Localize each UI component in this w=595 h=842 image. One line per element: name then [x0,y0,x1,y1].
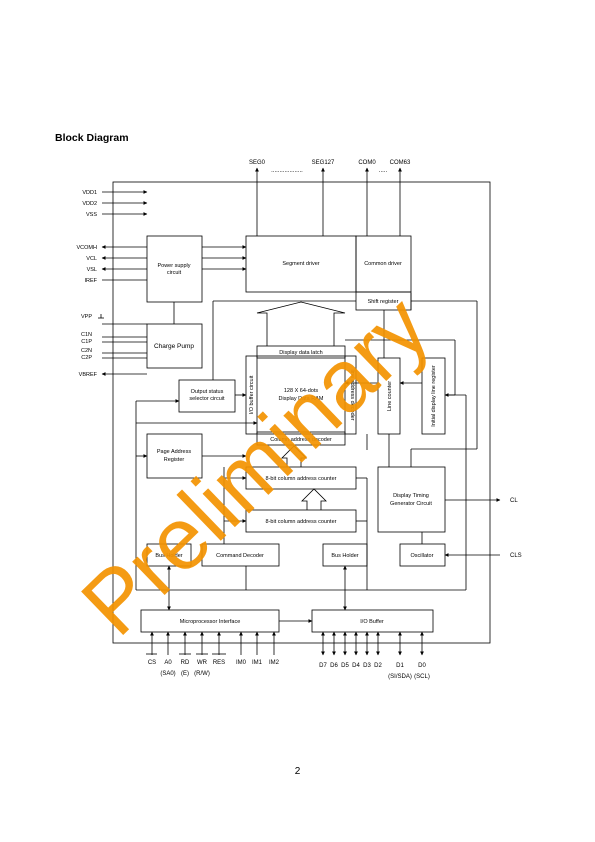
page-heading: Block Diagram [55,132,129,144]
charge-pump-block [146,323,203,369]
shift-register-label: Shift register [368,299,399,305]
pin-dots-seg: ................... [271,168,303,174]
column-address-decoder-label: Column address decoder [270,437,332,443]
page-address-register-label-2: Register [164,457,185,463]
pin-com63: COM63 [390,160,411,166]
common-driver-label: Common driver [364,261,402,267]
output-status-label-1: Output status [191,389,224,395]
display-data-latch-label: Display data latch [279,350,322,356]
pin-cs: CS [148,660,156,666]
pin-res: RES [213,660,225,666]
pin-c1p: C1P [81,339,92,345]
line-address-decoder-label: line address decoder [349,369,355,420]
ram-label-1: 128 X 64-dots [284,388,318,394]
pin-wr: WR [197,660,208,666]
pin-dots-com: ..... [379,168,388,174]
pin-a0: A0 [164,660,172,666]
pin-vpp: VPP [81,314,92,320]
pin-d6: D6 [330,663,338,669]
oscillator-label: Oscillator [411,553,434,559]
pin-rd: RD [181,660,190,666]
pin-d1: D1 [396,663,404,669]
pin-c2p: C2P [81,355,92,361]
pin-a0-alt: (SA0) [160,671,175,677]
pin-vdd2: VDD2 [82,201,97,207]
power-supply-label-1: Power supply [157,263,190,269]
pin-cls: CLS [510,553,522,559]
pin-d0-alt: (SCL) [414,674,430,680]
line-counter-label: Line counter [387,381,393,411]
pin-d7: D7 [319,663,327,669]
pin-d4: D4 [352,663,360,669]
pin-vss: VSS [86,212,97,218]
pin-im0: IM0 [236,660,247,666]
initial-line-register-label: Initial display line register [431,365,437,427]
power-supply-label-2: circuit [167,270,182,276]
pin-im2: IM2 [269,660,280,666]
bus-holder-left-label: Bus Holder [155,553,182,559]
column-address-decoder-block [256,431,346,446]
io-buffer-circuit-label: I/O buffer circuit [249,375,255,414]
pin-seg0: SEG0 [249,160,266,166]
pin-seg127: SEG127 [312,160,335,166]
command-decoder-label: Command Decoder [216,553,264,559]
preliminary-watermark: Preliminary [62,277,447,654]
display-data-latch-block [256,345,346,359]
pin-d0: D0 [418,663,426,669]
page-address-register-label-1: Page Address [157,449,191,455]
pin-com0: COM0 [358,160,376,166]
column-counter-2-label: 8-bit column address counter [266,519,337,525]
pin-iref: IREF [84,278,97,284]
pin-wr-alt: (R/W) [194,671,210,677]
output-status-block [178,379,236,413]
page-number: 2 [294,766,301,777]
pin-d5: D5 [341,663,349,669]
pin-d1-alt: (SI/SDA) [388,674,412,680]
charge-pump-label: Charge Pump [154,343,194,350]
ram-label-2: Display Data RAM [279,396,324,402]
pin-cl: CL [510,498,518,504]
pin-vbref: VBREF [79,372,98,378]
command-decoder-block [201,543,280,567]
display-timing-label-1: Display Timing [393,493,429,499]
pin-vcl: VCL [86,256,97,262]
bus-holder-right-label: Bus Holder [331,553,358,559]
pin-d2: D2 [374,663,382,669]
pin-vcomh: VCOMH [77,245,98,251]
pin-c2n: C2N [81,348,92,354]
mpu-interface-label: Microprocessor Interface [180,619,241,625]
pin-d3: D3 [363,663,371,669]
chip-boundary [112,181,491,644]
segment-driver-label: Segment driver [282,261,319,267]
pin-c1n: C1N [81,332,92,338]
column-counter-1-label: 8-bit column address counter [266,476,337,482]
pin-rd-alt: (E) [181,671,189,677]
power-supply-block [146,235,203,303]
display-timing-label-2: Generator Circuit [390,501,432,507]
output-status-label-2: selector circuit [189,396,225,402]
pin-vdd1: VDD1 [82,190,97,196]
pin-im1: IM1 [252,660,263,666]
pin-vsl: VSL [87,267,97,273]
io-buffer-label: I/O Buffer [360,619,384,625]
display-timing-block [377,466,446,533]
